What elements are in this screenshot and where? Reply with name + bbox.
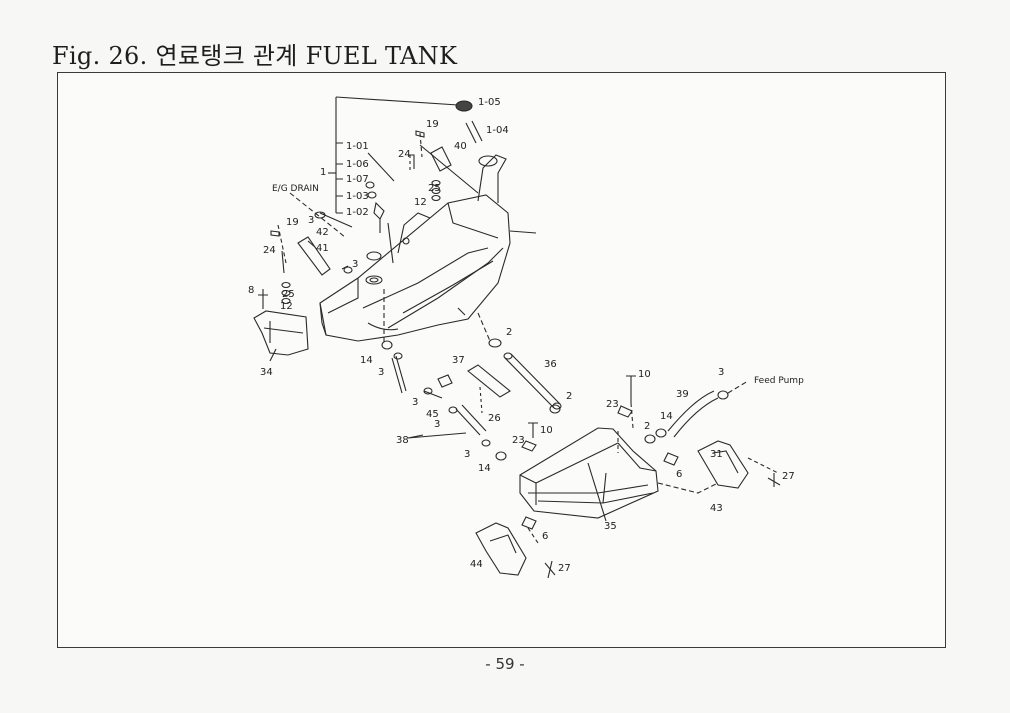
label-6a: 6 xyxy=(676,469,682,480)
label-23a: 23 xyxy=(606,399,619,410)
label-43: 43 xyxy=(710,503,723,514)
label-34: 34 xyxy=(260,367,273,378)
label-1: 1 xyxy=(320,167,326,178)
lower-sub-tank-drawing xyxy=(519,427,659,519)
label-23b: 23 xyxy=(512,435,525,446)
label-14a: 14 xyxy=(360,355,373,366)
label-1-03: 1-03 xyxy=(346,191,369,202)
label-14b: 14 xyxy=(478,463,491,474)
label-3e: 3 xyxy=(434,419,440,430)
label-26: 26 xyxy=(488,413,501,424)
label-31: 31 xyxy=(710,449,723,460)
fuel-tank-exploded-diagram: 1-05 1-04 19 40 24 1-01 1-06 1 1-07 1-03… xyxy=(248,96,804,579)
label-feed-pump: Feed Pump xyxy=(754,376,804,386)
label-14c: 14 xyxy=(660,411,673,422)
label-eg-drain: E/G DRAIN xyxy=(272,184,319,194)
label-1-07: 1-07 xyxy=(346,174,369,185)
label-37: 37 xyxy=(452,355,465,366)
label-2c: 2 xyxy=(644,421,650,432)
label-8: 8 xyxy=(248,285,254,296)
label-1-04: 1-04 xyxy=(486,125,509,136)
label-2b: 2 xyxy=(566,391,572,402)
label-40: 40 xyxy=(454,141,467,152)
label-45: 45 xyxy=(426,409,439,420)
label-25a: 25 xyxy=(428,183,441,194)
label-1-01: 1-01 xyxy=(346,141,369,152)
label-2a: 2 xyxy=(506,327,512,338)
label-27a: 27 xyxy=(782,471,795,482)
label-1-02: 1-02 xyxy=(346,207,369,218)
label-19b: 19 xyxy=(286,217,299,228)
label-3d: 3 xyxy=(412,397,418,408)
label-3f: 3 xyxy=(464,449,470,460)
label-25b: 25 xyxy=(282,289,295,300)
label-1-05: 1-05 xyxy=(478,97,501,108)
label-3c: 3 xyxy=(378,367,384,378)
label-3a: 3 xyxy=(308,215,314,226)
label-41: 41 xyxy=(316,243,329,254)
label-35: 35 xyxy=(604,521,617,532)
label-3b: 3 xyxy=(352,259,358,270)
label-24a: 24 xyxy=(398,149,411,160)
label-6b: 6 xyxy=(542,531,548,542)
diagram-frame: 1-05 1-04 19 40 24 1-01 1-06 1 1-07 1-03… xyxy=(57,72,946,648)
page-number: - 59 - xyxy=(485,655,525,673)
label-39: 39 xyxy=(676,389,689,400)
upper-fuel-tank-drawing xyxy=(319,154,511,342)
label-10b: 10 xyxy=(540,425,553,436)
label-3g: 3 xyxy=(718,367,724,378)
label-36: 36 xyxy=(544,359,557,370)
label-38: 38 xyxy=(396,435,409,446)
label-12a: 12 xyxy=(414,197,427,208)
label-42: 42 xyxy=(316,227,329,238)
label-27b: 27 xyxy=(558,563,571,574)
label-19a: 19 xyxy=(426,119,439,130)
label-12b: 12 xyxy=(280,301,293,312)
label-10a: 10 xyxy=(638,369,651,380)
label-1-06: 1-06 xyxy=(346,159,369,170)
page-title: Fig. 26. 연료탱크 관계 FUEL TANK xyxy=(52,42,458,70)
label-24b: 24 xyxy=(263,245,276,256)
label-44: 44 xyxy=(470,559,483,570)
